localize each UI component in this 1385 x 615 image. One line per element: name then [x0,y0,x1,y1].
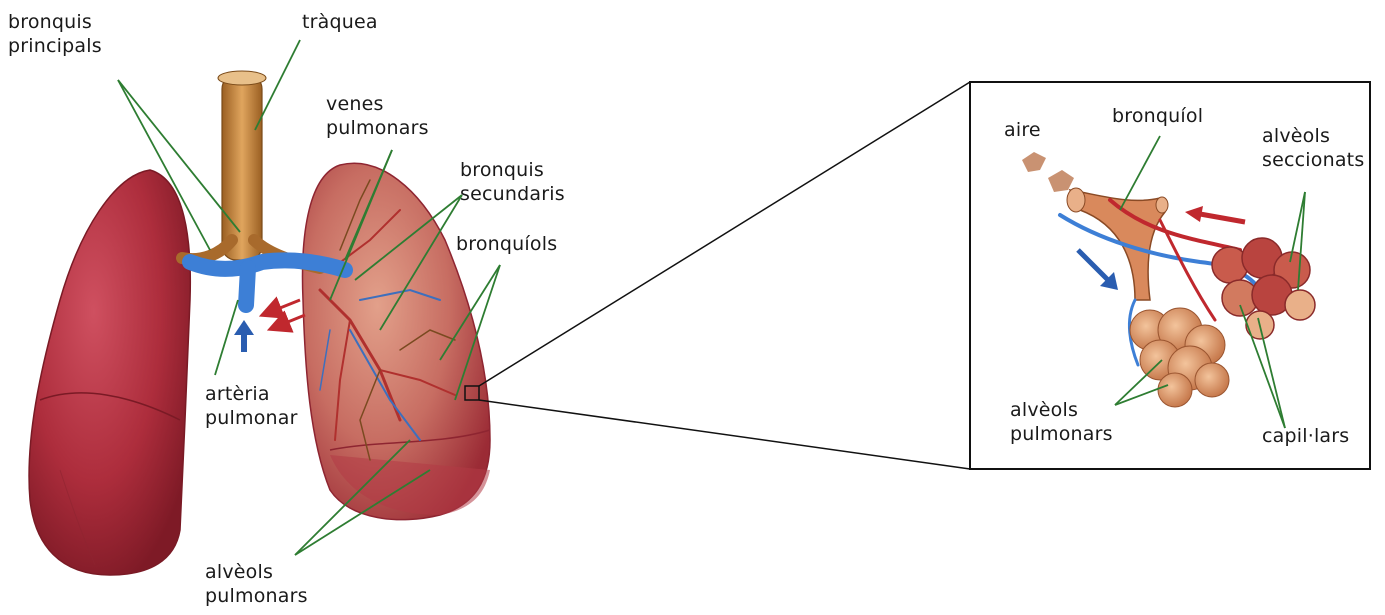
label-traquea: tràquea [302,10,378,34]
blood-in-arrow [234,320,254,352]
label-bronquiols: bronquíols [456,232,557,256]
left-lung [29,170,190,575]
label-bronquiol: bronquíol [1112,104,1203,128]
zoom-lines [479,82,970,469]
label-alveols-pulmonars-detail: alvèols pulmonars [1010,398,1113,446]
vein-arrows [270,300,305,326]
right-lung [302,163,490,519]
label-aire: aire [1004,118,1041,142]
label-alveols-pulmonars-main: alvèols pulmonars [205,560,308,608]
label-bronquis-principals: bronquis principals [8,10,102,58]
label-arteria-pulmonar: artèria pulmonar [205,382,298,430]
label-capillars: capil·lars [1262,424,1349,448]
label-bronquis-secundaris: bronquis secundaris [460,158,565,206]
label-alveols-seccionats: alvèols seccionats [1262,124,1364,172]
label-venes-pulmonars: venes pulmonars [326,92,429,140]
trachea [218,71,266,260]
